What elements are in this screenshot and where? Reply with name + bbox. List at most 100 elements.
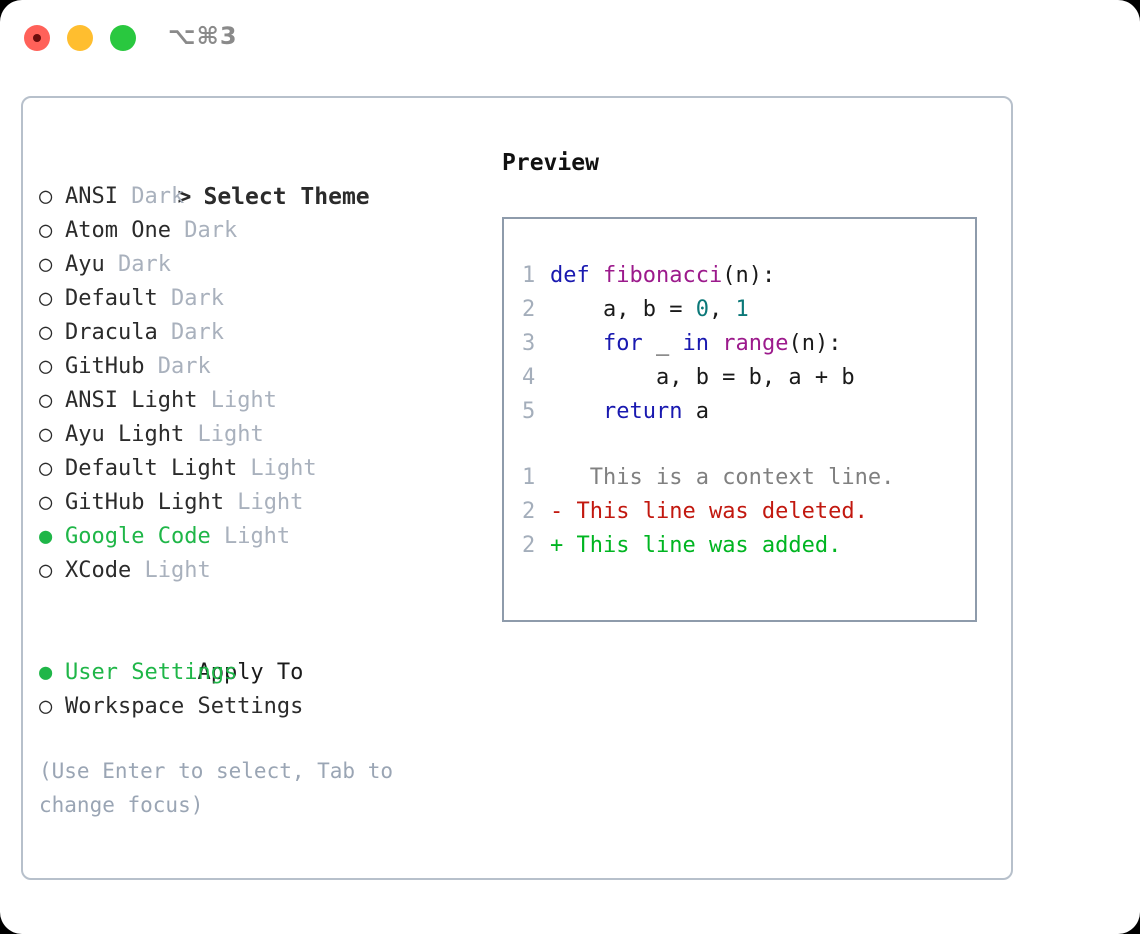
apply-to-title: Apply To: [197, 660, 304, 685]
code-token-num: 0: [695, 297, 709, 322]
radio-unselected-icon: ○: [39, 558, 53, 583]
apply-to-option-label: User Settings: [65, 660, 238, 685]
theme-item-label: Atom One: [65, 218, 171, 243]
theme-item-label: GitHub: [65, 354, 145, 379]
theme-item-variant: Light: [237, 456, 317, 481]
diff-marker: -: [550, 499, 564, 524]
theme-item-variant: Dark: [157, 286, 224, 311]
theme-picker-title: Select Theme: [203, 184, 370, 210]
theme-list-item[interactable]: ○ XCode Light: [39, 554, 489, 588]
theme-list-item[interactable]: ○GitHub Light Light: [39, 486, 489, 520]
diff-text: This is a context line.: [563, 465, 895, 490]
radio-unselected-icon: ○: [39, 490, 53, 515]
diff-line: 1 This is a context line.: [522, 461, 969, 495]
theme-list-item[interactable]: ○ GitHub Dark: [39, 350, 489, 384]
radio-selected-icon: ●: [39, 660, 53, 685]
diff-line-number: 1: [522, 465, 536, 490]
theme-item-label: Dracula: [65, 320, 158, 345]
radio-unselected-icon: ○: [39, 422, 53, 447]
code-token-kw: for: [602, 331, 643, 356]
code-diff-spacer: [522, 429, 969, 461]
list-spacer: [39, 588, 489, 622]
theme-item-label: Default Light: [65, 456, 238, 481]
theme-list-item[interactable]: ●Google Code Light: [39, 520, 489, 554]
apply-to-option[interactable]: ○ Workspace Settings: [39, 690, 489, 724]
theme-item-label: ANSI Light: [65, 388, 198, 413]
close-button-icon[interactable]: [24, 25, 50, 51]
code-token-pl: ,: [708, 297, 736, 322]
keyboard-hint-text: (Use Enter to select, Tab to change focu…: [39, 759, 394, 817]
code-token-fn: fibonacci: [602, 263, 723, 288]
theme-item-variant: Light: [197, 388, 277, 413]
code-token-pl: _: [642, 331, 683, 356]
code-token-fn: range: [722, 331, 789, 356]
theme-item-variant: Light: [131, 558, 211, 583]
code-token-pl: [550, 399, 603, 424]
radio-unselected-icon: ○: [39, 694, 53, 719]
radio-unselected-icon: ○: [39, 252, 53, 277]
theme-list-item[interactable]: ○Ayu Light Light: [39, 418, 489, 452]
theme-item-label: Google Code: [65, 524, 211, 549]
diff-line: 2- This line was deleted.: [522, 495, 969, 529]
code-line: 2 a, b = 0, 1: [522, 293, 969, 327]
code-token-kw: def: [550, 263, 603, 288]
theme-list-item[interactable]: ○ Ayu Dark: [39, 248, 489, 282]
code-token-pl: (n):: [788, 331, 842, 356]
prompt-caret-icon: >: [177, 184, 192, 210]
minimize-button-icon[interactable]: [67, 25, 93, 51]
theme-picker-header: > Select Theme: [39, 146, 489, 210]
theme-item-label: Ayu: [65, 252, 105, 277]
content-columns: >Select Theme ○ANSI Dark○Atom One Dark○A…: [23, 98, 1011, 878]
diff-line: 2+ This line was added.: [522, 529, 969, 563]
theme-list-item[interactable]: ○ANSI Dark: [39, 180, 489, 214]
code-token-pl: a, b =: [550, 297, 696, 322]
radio-unselected-icon: ○: [39, 354, 53, 379]
theme-item-variant: Dark: [104, 252, 171, 277]
radio-unselected-icon: ○: [39, 184, 53, 209]
theme-item-variant: Dark: [170, 218, 238, 243]
radio-unselected-icon: ○: [39, 286, 53, 311]
theme-list-item[interactable]: ○ Atom One Dark: [39, 214, 489, 248]
code-token-pl: a, b = b, a + b: [550, 365, 855, 390]
keyboard-shortcut-label: ⌥⌘3: [168, 22, 238, 50]
code-token-kw: return: [602, 399, 683, 424]
code-line-number: 4: [522, 365, 536, 390]
apply-to-option-label: Workspace Settings: [65, 694, 304, 719]
theme-picker-column: >Select Theme ○ANSI Dark○Atom One Dark○A…: [39, 146, 489, 822]
content-panel: >Select Theme ○ANSI Dark○Atom One Dark○A…: [21, 96, 1013, 880]
theme-item-variant: Light: [223, 490, 304, 515]
theme-list-item[interactable]: ○ ANSI Light Light: [39, 384, 489, 418]
diff-line-number: 2: [522, 499, 536, 524]
code-token-pl: [709, 331, 722, 356]
code-line-number: 3: [522, 331, 536, 356]
diff-line-number: 2: [522, 533, 536, 558]
theme-list-item[interactable]: ○ Default Light Light: [39, 452, 489, 486]
theme-item-variant: Light: [184, 422, 264, 447]
radio-unselected-icon: ○: [39, 456, 53, 481]
theme-list-item[interactable]: ○Default Dark: [39, 282, 489, 316]
apply-to-header: ○Apply To: [39, 622, 489, 685]
radio-selected-icon: ●: [39, 524, 53, 549]
apply-to-option[interactable]: ● User Settings: [39, 656, 489, 690]
traffic-light-group: [24, 25, 136, 51]
diff-block: 1 This is a context line.2- This line wa…: [522, 461, 969, 563]
diff-marker: [550, 465, 563, 490]
theme-item-label: XCode: [65, 558, 132, 583]
maximize-button-icon[interactable]: [110, 25, 136, 51]
preview-title: Preview: [502, 150, 599, 176]
code-line: 3 for _ in range(n):: [522, 327, 969, 361]
diff-text: This line was added.: [563, 533, 842, 558]
theme-item-label: ANSI: [65, 184, 118, 209]
radio-unselected-icon: ○: [39, 388, 53, 413]
radio-unselected-icon: ○: [39, 218, 53, 243]
theme-item-variant: Dark: [144, 354, 211, 379]
theme-item-variant: Dark: [157, 320, 224, 345]
theme-list-item[interactable]: ○Dracula Dark: [39, 316, 489, 350]
code-line: 4 a, b = b, a + b: [522, 361, 969, 395]
